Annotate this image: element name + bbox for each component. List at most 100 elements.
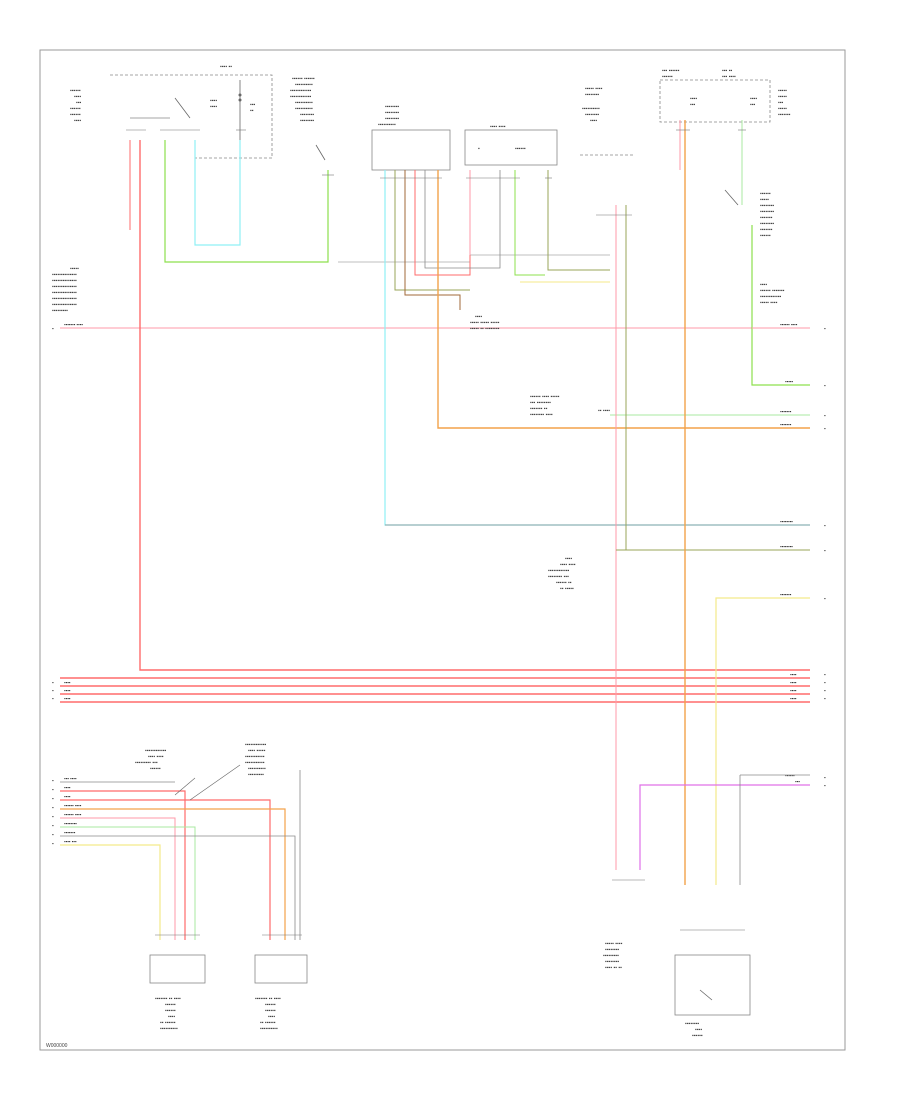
- bottom-mid-label: ▪▪▪▪▪ ▪▪▪▪ ▪▪▪▪▪▪▪▪ ▪▪▪▪▪▪▪▪▪ ▪▪▪▪▪▪▪▪ ▪…: [603, 941, 623, 971]
- svg-text:▪▪▪▪▪▪▪▪ ▪▪▪▪: ▪▪▪▪▪▪▪▪ ▪▪▪▪: [530, 412, 553, 418]
- svg-text:▪▪▪▪: ▪▪▪▪: [565, 556, 572, 562]
- svg-text:▪▪▪▪▪▪▪: ▪▪▪▪▪▪▪: [780, 592, 792, 597]
- svg-text:▪: ▪: [824, 523, 826, 528]
- svg-text:▪▪▪▪▪▪▪▪: ▪▪▪▪▪▪▪▪: [300, 118, 314, 124]
- svg-text:▪▪▪▪▪▪▪▪ ▪▪▪: ▪▪▪▪▪▪▪▪ ▪▪▪: [548, 574, 569, 580]
- svg-text:▪: ▪: [52, 326, 54, 331]
- svg-text:▪▪▪: ▪▪▪: [778, 100, 784, 106]
- svg-text:▪▪▪▪▪ ▪▪ ▪▪▪▪▪▪▪▪: ▪▪▪▪▪ ▪▪ ▪▪▪▪▪▪▪▪: [470, 326, 500, 332]
- svg-text:▪▪▪▪▪▪▪▪▪▪▪▪▪▪: ▪▪▪▪▪▪▪▪▪▪▪▪▪▪: [52, 278, 77, 284]
- svg-text:▪: ▪: [824, 688, 826, 693]
- svg-text:▪▪▪▪▪▪: ▪▪▪▪▪▪: [515, 146, 526, 152]
- wire-olive-short: [394, 170, 470, 291]
- svg-text:▪▪▪▪: ▪▪▪▪: [168, 1014, 175, 1020]
- svg-text:▪▪▪▪▪▪▪▪▪: ▪▪▪▪▪▪▪▪▪: [52, 308, 68, 314]
- svg-text:▪▪▪▪▪▪: ▪▪▪▪▪▪: [150, 766, 161, 772]
- svg-text:▪▪▪▪ ▪▪▪▪: ▪▪▪▪ ▪▪▪▪: [148, 754, 164, 760]
- wire-red-module: [414, 170, 471, 276]
- svg-text:▪▪▪▪▪▪▪▪: ▪▪▪▪▪▪▪▪: [385, 116, 399, 122]
- svg-text:▪▪▪▪▪▪▪▪▪▪: ▪▪▪▪▪▪▪▪▪▪: [160, 1026, 178, 1032]
- svg-text:▪▪▪▪▪▪: ▪▪▪▪▪▪: [165, 1008, 176, 1014]
- svg-text:▪: ▪: [478, 146, 480, 152]
- svg-text:▪▪▪▪ ▪▪▪▪: ▪▪▪▪ ▪▪▪▪: [560, 562, 576, 568]
- svg-text:▪▪▪▪▪▪ ▪▪▪▪ ▪▪▪▪▪: ▪▪▪▪▪▪ ▪▪▪▪ ▪▪▪▪▪: [530, 394, 560, 400]
- svg-text:▪▪ ▪▪▪▪: ▪▪ ▪▪▪▪: [598, 408, 610, 414]
- svg-text:▪▪▪▪: ▪▪▪▪: [695, 1027, 702, 1033]
- svg-text:▪▪▪▪ ▪▪▪: ▪▪▪▪ ▪▪▪: [64, 839, 77, 844]
- svg-text:▪▪▪▪▪▪▪ ▪▪ ▪▪▪▪: ▪▪▪▪▪▪▪ ▪▪ ▪▪▪▪: [155, 996, 181, 1002]
- label-fuel-mid: ▪▪▪▪ ▪▪▪▪▪ ▪▪▪▪▪ ▪▪▪▪▪ ▪▪▪▪▪ ▪▪ ▪▪▪▪▪▪▪▪: [470, 314, 500, 332]
- svg-text:▪: ▪: [52, 805, 54, 810]
- svg-text:▪▪▪▪▪▪▪▪: ▪▪▪▪▪▪▪▪: [780, 544, 793, 549]
- svg-text:▪▪▪▪▪▪▪▪: ▪▪▪▪▪▪▪▪: [585, 112, 599, 118]
- svg-text:▪: ▪: [824, 775, 826, 780]
- svg-text:▪: ▪: [52, 680, 54, 685]
- svg-text:▪: ▪: [824, 426, 826, 431]
- svg-text:▪▪▪▪▪▪: ▪▪▪▪▪▪: [70, 106, 81, 112]
- svg-text:▪▪▪▪▪▪▪▪▪▪▪▪▪▪: ▪▪▪▪▪▪▪▪▪▪▪▪▪▪: [52, 290, 77, 296]
- wire-violet: [639, 784, 810, 870]
- svg-text:▪▪▪▪▪▪▪▪: ▪▪▪▪▪▪▪▪: [385, 104, 399, 110]
- wire-cyan-long: [384, 170, 810, 526]
- svg-text:▪▪▪▪▪▪▪▪: ▪▪▪▪▪▪▪▪: [300, 112, 314, 118]
- svg-text:▪▪▪▪▪▪▪▪▪▪▪▪: ▪▪▪▪▪▪▪▪▪▪▪▪: [145, 748, 166, 754]
- svg-text:▪▪▪▪▪▪▪▪▪▪▪: ▪▪▪▪▪▪▪▪▪▪▪: [245, 754, 265, 760]
- svg-text:▪: ▪: [52, 778, 54, 783]
- svg-text:▪▪▪▪: ▪▪▪▪: [210, 104, 217, 110]
- svg-text:▪▪▪▪▪▪▪▪: ▪▪▪▪▪▪▪▪: [64, 821, 77, 826]
- svg-text:▪▪▪▪ ▪▪: ▪▪▪▪ ▪▪: [220, 64, 232, 70]
- svg-text:▪▪▪▪▪▪▪▪▪▪▪▪: ▪▪▪▪▪▪▪▪▪▪▪▪: [245, 742, 266, 748]
- svg-text:▪▪▪▪▪: ▪▪▪▪▪: [778, 106, 787, 112]
- svg-text:▪▪▪▪: ▪▪▪▪: [64, 696, 71, 701]
- svg-text:▪▪▪▪▪▪: ▪▪▪▪▪▪: [760, 191, 771, 197]
- svg-text:▪▪ ▪▪▪▪▪▪: ▪▪ ▪▪▪▪▪▪: [260, 1020, 276, 1026]
- component-label-left: ▪▪▪▪▪▪ ▪▪▪▪ ▪▪▪ ▪▪▪▪▪▪ ▪▪▪▪▪▪ ▪▪▪▪: [70, 88, 82, 124]
- svg-text:▪▪▪: ▪▪▪: [250, 102, 256, 108]
- svg-text:▪▪▪▪▪▪: ▪▪▪▪▪▪: [265, 1008, 276, 1014]
- transmission-labels: ▪▪▪▪▪▪▪▪▪▪▪▪ ▪▪▪▪ ▪▪▪▪ ▪▪▪▪▪▪▪▪▪ ▪▪▪ ▪▪▪…: [135, 742, 266, 801]
- svg-text:▪▪▪▪▪▪▪ ▪▪▪▪: ▪▪▪▪▪▪▪ ▪▪▪▪: [64, 322, 83, 327]
- wire-cyan-loop: [194, 140, 241, 246]
- svg-text:▪▪▪▪▪▪▪▪: ▪▪▪▪▪▪▪▪: [605, 947, 619, 953]
- svg-text:▪▪▪▪▪▪: ▪▪▪▪▪▪: [70, 112, 81, 118]
- svg-text:▪▪▪▪▪▪▪▪▪▪▪▪: ▪▪▪▪▪▪▪▪▪▪▪▪: [548, 568, 569, 574]
- svg-text:▪: ▪: [824, 548, 826, 553]
- svg-text:▪▪▪▪ ▪▪▪▪: ▪▪▪▪ ▪▪▪▪: [490, 124, 506, 130]
- svg-text:▪▪▪▪▪▪ ▪▪▪▪: ▪▪▪▪▪▪ ▪▪▪▪: [64, 803, 82, 808]
- wire-green-right: [751, 225, 810, 386]
- svg-text:▪▪▪▪▪▪▪▪▪▪: ▪▪▪▪▪▪▪▪▪▪: [295, 106, 313, 112]
- svg-text:▪▪▪▪▪▪: ▪▪▪▪▪▪: [165, 1002, 176, 1008]
- svg-text:▪▪▪ ▪▪: ▪▪▪ ▪▪: [722, 68, 732, 74]
- svg-text:▪▪▪▪▪: ▪▪▪▪▪: [760, 197, 769, 203]
- wire-brown: [404, 170, 461, 310]
- svg-text:▪▪▪▪: ▪▪▪▪: [790, 688, 797, 693]
- svg-text:▪▪▪▪: ▪▪▪▪: [64, 680, 71, 685]
- svg-text:▪▪▪▪: ▪▪▪▪: [690, 96, 697, 102]
- wire-orange-long: [437, 170, 810, 429]
- svg-text:▪▪▪▪▪▪▪▪▪: ▪▪▪▪▪▪▪▪▪: [603, 953, 619, 959]
- svg-text:▪▪▪▪: ▪▪▪▪: [750, 96, 757, 102]
- svg-text:▪: ▪: [52, 814, 54, 819]
- svg-text:▪▪▪▪▪▪▪▪▪▪: ▪▪▪▪▪▪▪▪▪▪: [582, 106, 600, 112]
- svg-text:▪: ▪: [52, 696, 54, 701]
- svg-text:▪▪▪▪▪▪▪▪▪▪: ▪▪▪▪▪▪▪▪▪▪: [295, 100, 313, 106]
- svg-text:▪▪▪▪▪▪▪ ▪▪ ▪▪▪▪: ▪▪▪▪▪▪▪ ▪▪ ▪▪▪▪: [255, 996, 281, 1002]
- svg-text:▪▪▪ ▪▪▪▪▪▪▪▪: ▪▪▪ ▪▪▪▪▪▪▪▪: [530, 400, 551, 406]
- svg-text:▪▪▪▪▪▪▪▪▪▪▪▪: ▪▪▪▪▪▪▪▪▪▪▪▪: [290, 94, 311, 100]
- bottom-right-switch: ▪▪▪▪▪▪▪▪ ▪▪▪▪ ▪▪▪▪▪▪: [674, 954, 751, 1039]
- svg-text:▪▪▪▪: ▪▪▪▪: [790, 696, 797, 701]
- svg-text:▪▪▪▪▪▪▪▪: ▪▪▪▪▪▪▪▪: [760, 209, 774, 215]
- svg-text:▪▪▪▪: ▪▪▪▪: [268, 1014, 275, 1020]
- svg-text:▪▪▪▪▪▪▪▪▪ ▪▪▪: ▪▪▪▪▪▪▪▪▪ ▪▪▪: [135, 760, 158, 766]
- svg-text:▪▪▪▪▪▪▪: ▪▪▪▪▪▪▪: [760, 227, 773, 233]
- solenoid-left: ▪▪▪▪▪▪▪ ▪▪ ▪▪▪▪ ▪▪▪▪▪▪ ▪▪▪▪▪▪ ▪▪▪▪ ▪▪ ▪▪…: [149, 954, 206, 1032]
- bottom-left-wires: ▪▪▪ ▪▪▪▪ ▪▪▪▪ ▪▪▪▪ ▪▪▪▪▪▪ ▪▪▪▪ ▪▪▪▪▪▪ ▪▪…: [52, 770, 301, 940]
- svg-text:▪▪▪▪: ▪▪▪▪: [210, 98, 217, 104]
- svg-text:▪▪▪▪▪▪▪▪▪▪: ▪▪▪▪▪▪▪▪▪▪: [378, 122, 396, 128]
- svg-text:▪▪▪ ▪▪▪▪: ▪▪▪ ▪▪▪▪: [722, 74, 736, 80]
- svg-text:▪: ▪: [52, 787, 54, 792]
- connector-pins: [126, 129, 746, 936]
- svg-text:▪▪▪▪▪: ▪▪▪▪▪: [778, 94, 787, 100]
- svg-text:▪▪▪▪▪▪▪▪▪▪: ▪▪▪▪▪▪▪▪▪▪: [260, 1026, 278, 1032]
